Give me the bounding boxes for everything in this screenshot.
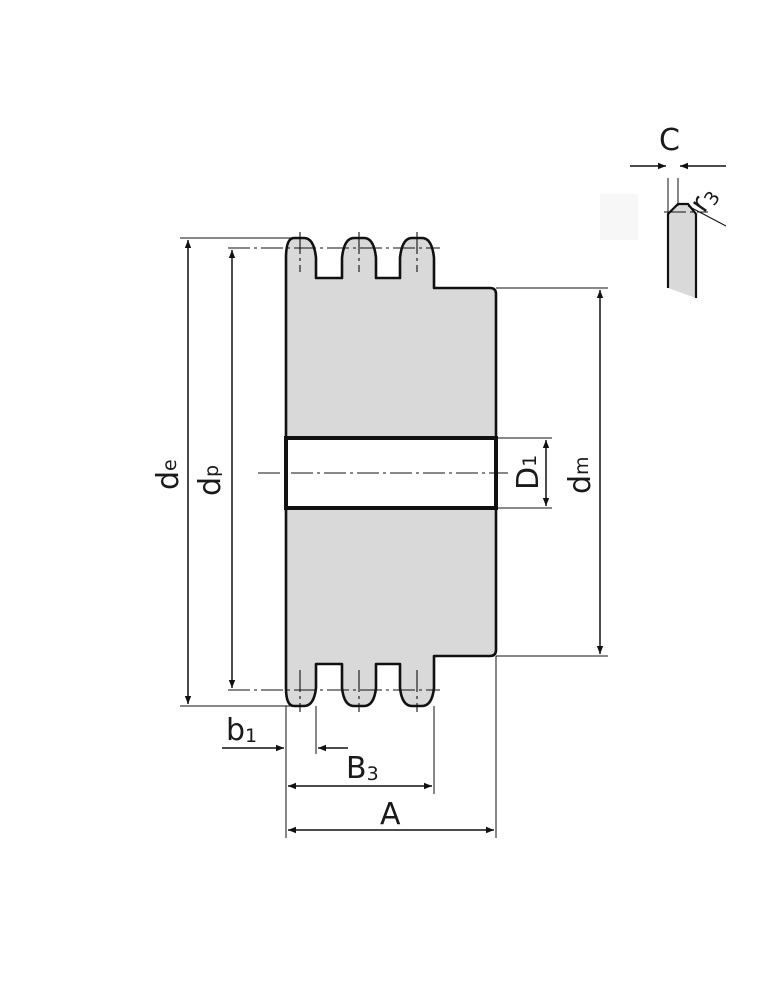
label-de: de [151,459,186,490]
label-C: C [659,123,680,158]
sprocket-body-lower [284,506,498,708]
svg-text:de: de [151,459,186,490]
label-dm: dm [563,456,598,494]
label-D1: D1 [511,455,546,490]
label-A: A [380,797,401,832]
label-dp: dp [193,465,228,496]
tooth-detail [600,162,727,298]
svg-text:dp: dp [193,465,228,496]
tooth-detail-profile [666,202,698,298]
label-B3: B3 [346,751,379,786]
label-b1: b1 [226,713,257,748]
svg-text:D1: D1 [511,455,546,490]
sprocket-body-upper [284,236,498,440]
svg-text:dm: dm [563,456,598,494]
